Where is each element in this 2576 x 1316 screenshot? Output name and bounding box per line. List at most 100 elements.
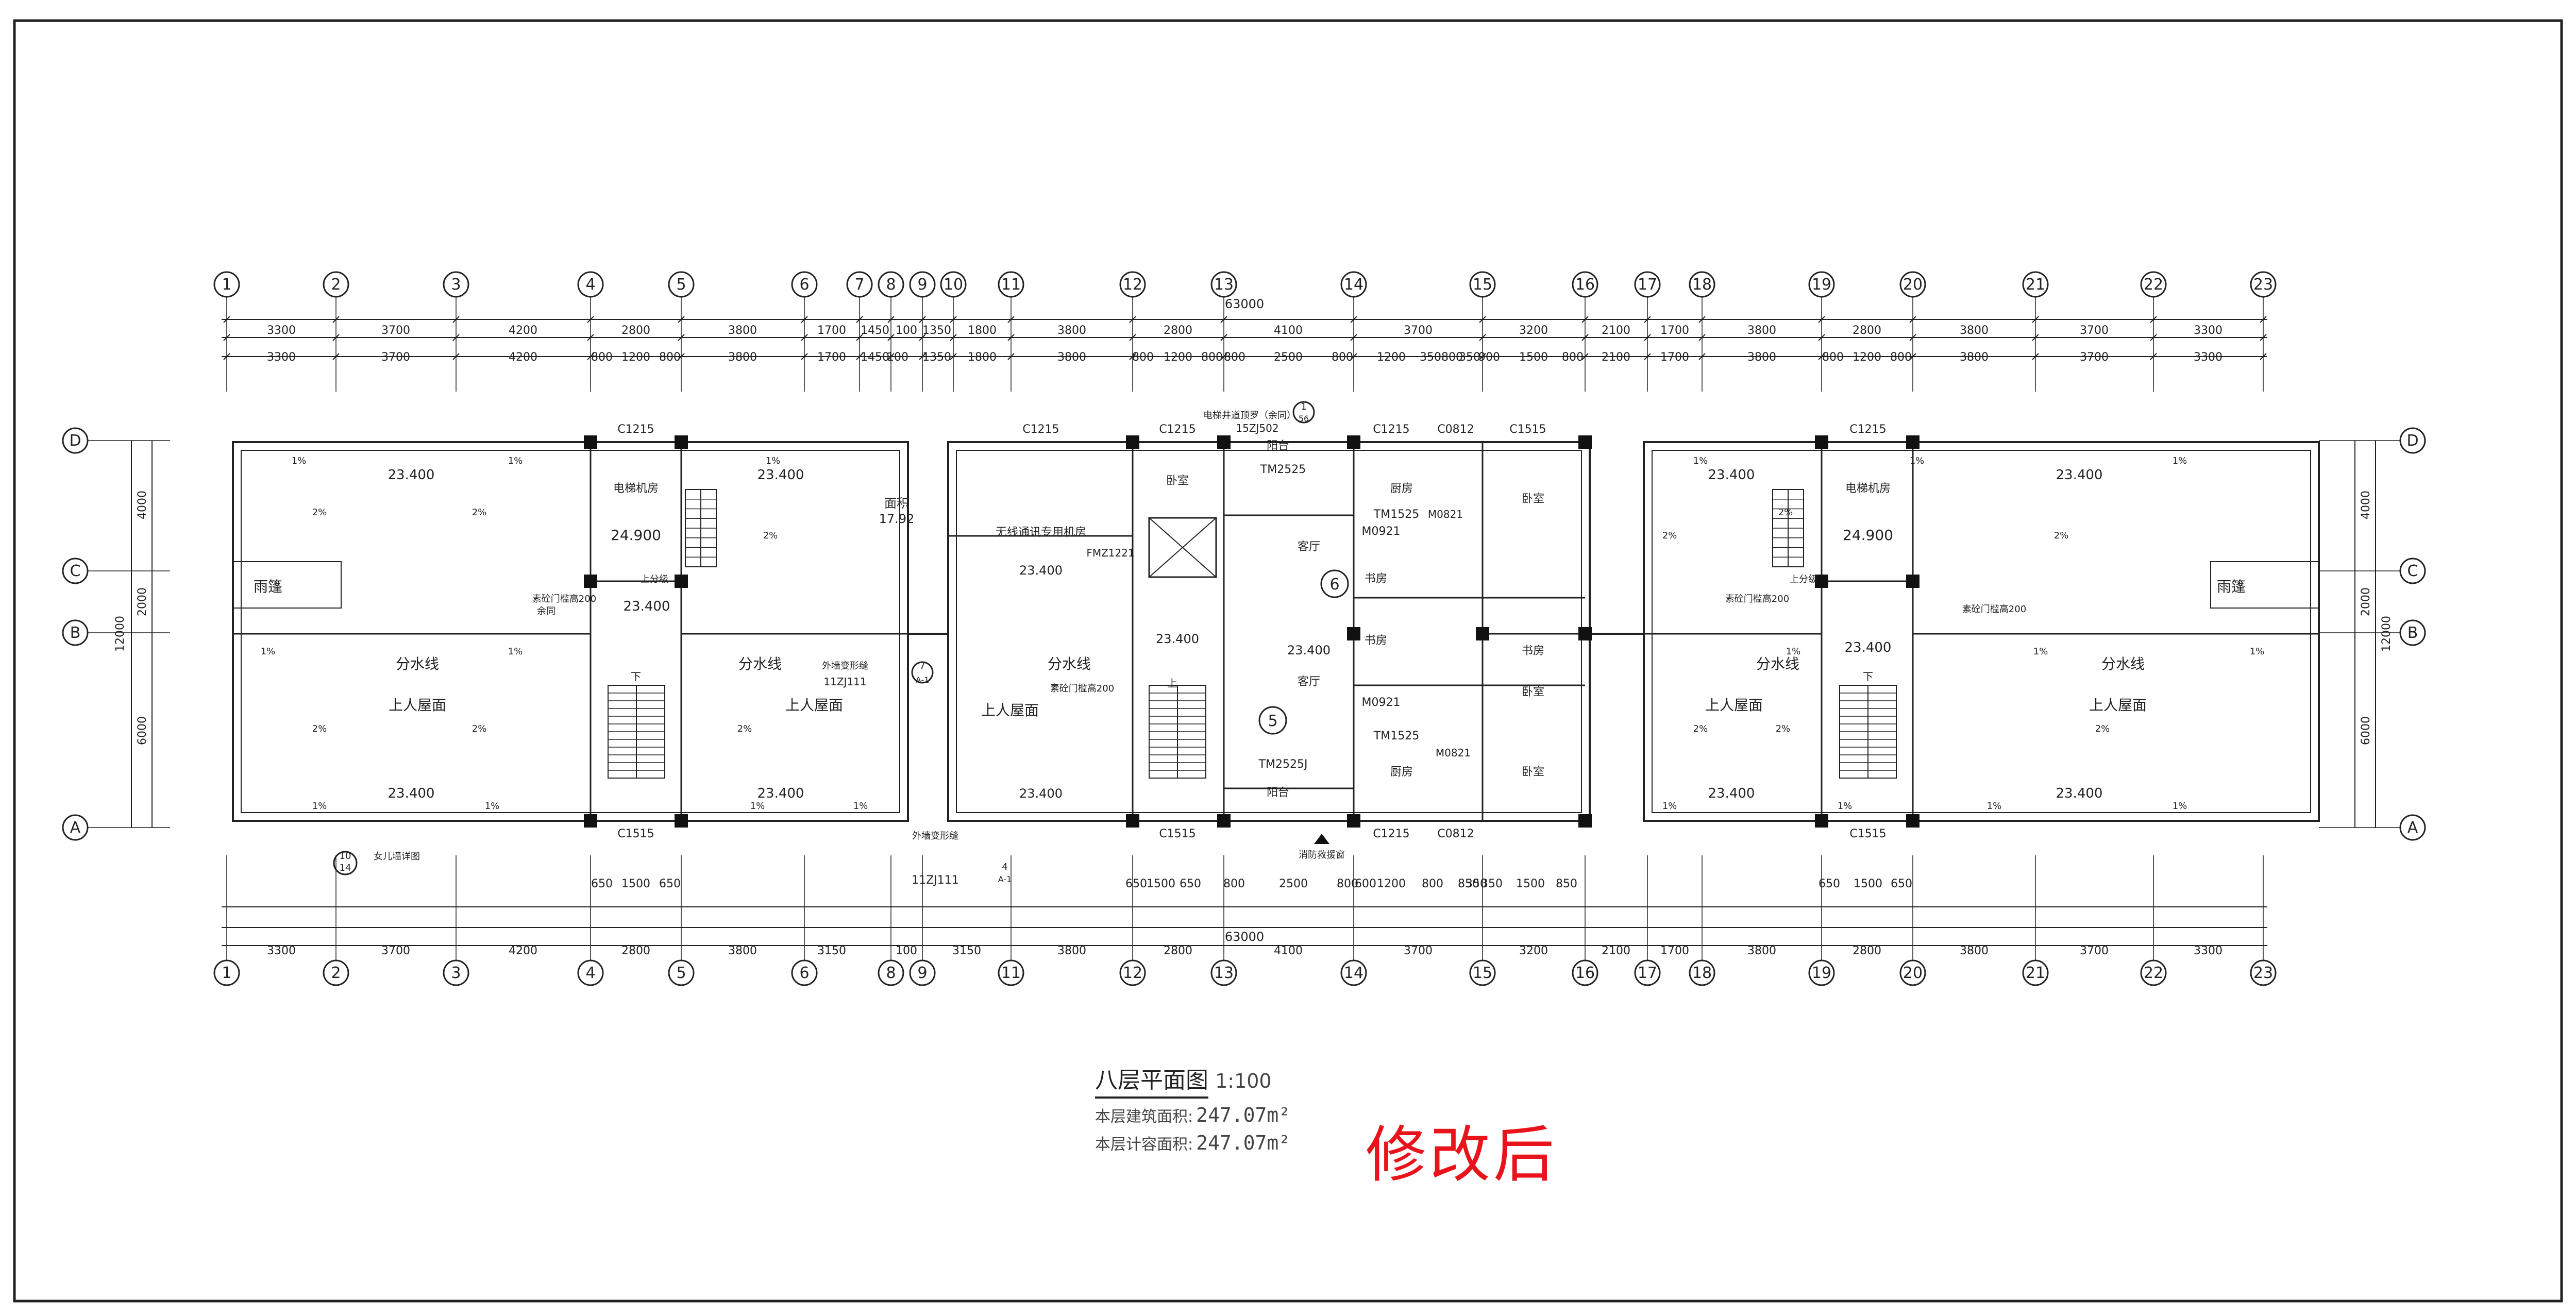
dim-top-row2: 800 [591,351,613,364]
elevation-roof: 23.400 [1287,643,1331,657]
axis-label-bottom: 9 [917,964,927,982]
dim-bottom-row2: 3800 [1960,944,1989,957]
dim-top-row2: 1700 [817,351,846,364]
dim-tick [1644,353,1651,360]
door-m0821: M0821 [1428,508,1463,520]
axis-label-top: 20 [1903,276,1923,294]
dim-tick [678,334,685,341]
dim-tick [1644,316,1651,323]
slope-label: 1% [2250,646,2265,657]
dim-tick [1479,353,1486,360]
axis-label-left: C [70,562,81,580]
stair-down: 下 [631,670,641,683]
dim-top-row1: 3700 [381,324,410,337]
dim-bottom-row1b: 800 [1422,878,1443,890]
dim-tick [1581,316,1589,323]
dim-top-row1: 2800 [1853,324,1881,337]
canopy-left [232,561,342,609]
axis-label-bottom: 15 [1473,964,1492,982]
structural-column [584,814,597,828]
dim-bottom-row2: 2800 [621,944,650,957]
dim-tick [919,316,926,323]
window-c1215: C1215 [1849,423,1886,436]
axis-label-top: 6 [799,276,809,294]
dim-top-row2: 3300 [267,351,296,364]
dim-top-row2: 4200 [509,351,537,364]
dim-tick [801,334,808,341]
dim-tick [452,353,460,360]
dim-tick [1644,334,1651,341]
structural-column [1906,575,1920,588]
dim-top-row1: 1700 [817,324,846,337]
room-balcony: 阳台 [1267,786,1289,799]
slope-label: 1% [485,801,500,812]
dim-bottom-row2: 3300 [2194,944,2223,957]
dim-bottom-row1: 350 [1466,878,1487,890]
dim-tick [2260,316,2267,323]
axis-label-top: 11 [1001,276,1021,294]
dim-top-row1: 3800 [728,324,757,337]
note-fire-escape: 消防救援窗 [1299,850,1345,861]
dim-tick [587,316,594,323]
dim-tick [678,353,685,360]
elevator-shaft [1148,517,1217,578]
note-ref-a1-bottom: A-1 [998,874,1012,884]
note-door-threshold: 素砼门槛高200 [1725,594,1789,604]
dim-bottom-row1b: 1500 [1516,878,1545,890]
dim-top-row1: 1700 [1660,324,1689,337]
wall-left-wing-inner [241,450,900,813]
elevation-machine-room-left: 24.900 [611,527,661,544]
dim-tick [1350,353,1357,360]
axis-label-top: 7 [854,276,864,294]
dim-bottom-row2: 3800 [728,944,757,957]
window-c1515: C1515 [1159,828,1196,840]
slope-label: 2% [1776,723,1791,734]
dim-tick [1909,334,1916,341]
dim-right-vertical: 2000 [2360,587,2372,616]
room-roof-terrace: 上人屋面 [2089,697,2147,714]
structural-column [1347,627,1360,640]
room-living: 客厅 [1298,676,1320,688]
axis-label-top: 22 [2144,276,2163,294]
axis-label-bottom: 2 [331,964,341,982]
note-ref-1: 1 [1301,401,1306,412]
dim-bottom-row1: 1500 [621,878,650,890]
dim-bottom-row2: 2800 [1164,944,1192,957]
axis-label-right: A [2407,819,2418,837]
window-c1215: C1215 [1159,423,1196,436]
dim-top-row2: 800 [1332,351,1353,364]
dim-left-vertical: 6000 [136,716,149,745]
elevation-roof: 23.400 [2056,467,2103,483]
axis-label-top: 3 [451,276,461,294]
door-m0821: M0821 [1436,747,1471,759]
axis-label-bottom: 14 [1344,964,1363,982]
dim-tick [587,353,594,360]
dim-bottom-row1: 1500 [1147,878,1175,890]
dim-tick [1818,353,1825,360]
dim-tick [801,353,808,360]
dim-bottom-row1b: 1200 [1377,878,1406,890]
dim-tick [1698,334,1706,341]
wall-left-wing [232,441,909,822]
axis-label-top: 17 [1638,276,1657,294]
dim-tick [1818,334,1825,341]
axis-label-top: 19 [1812,276,1831,294]
axis-label-top: 2 [331,276,341,294]
dim-top-row1: 3800 [1747,324,1776,337]
elevation-roof: 23.400 [1019,563,1063,578]
fire-escape-marker [1314,834,1329,844]
dim-top-row1: 2800 [1164,324,1192,337]
detail-ref-bubble [333,851,358,875]
elevation-roof: 23.400 [1845,640,1892,655]
axis-label-bottom: 18 [1692,964,1712,982]
note-door-threshold: 素砼门槛高200 [1962,604,2026,615]
dim-top-row2: 1450 [861,351,889,364]
room-up-stairs: 上分级 [641,574,668,585]
dim-tick [887,334,895,341]
room-roof-terrace: 上人屋面 [1705,697,1763,714]
calc-area-row: 本层计容面积:247.07m² [1095,1132,1456,1154]
dim-bottom-row2: 4100 [1274,944,1303,957]
note-wall-change: 外墙变形缝 [822,661,868,671]
dim-tick [887,353,895,360]
dim-tick [801,316,808,323]
